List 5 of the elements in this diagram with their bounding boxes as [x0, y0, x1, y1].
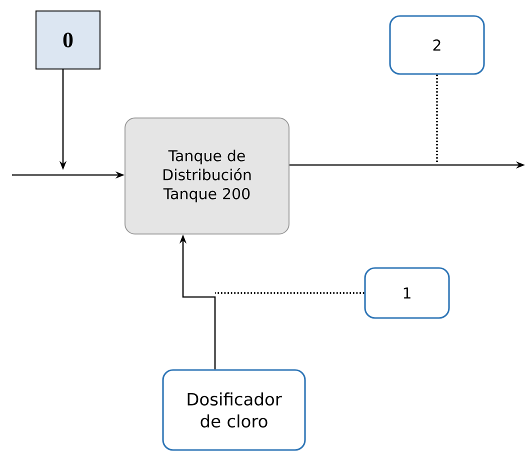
callout-box: 1	[364, 267, 450, 319]
number-box: 0	[36, 10, 100, 70]
process-box: Tanque de Distribución Tanque 200	[124, 118, 290, 234]
callout-box: 2	[389, 15, 485, 75]
process-box: Dosificador de cloro	[162, 369, 306, 451]
